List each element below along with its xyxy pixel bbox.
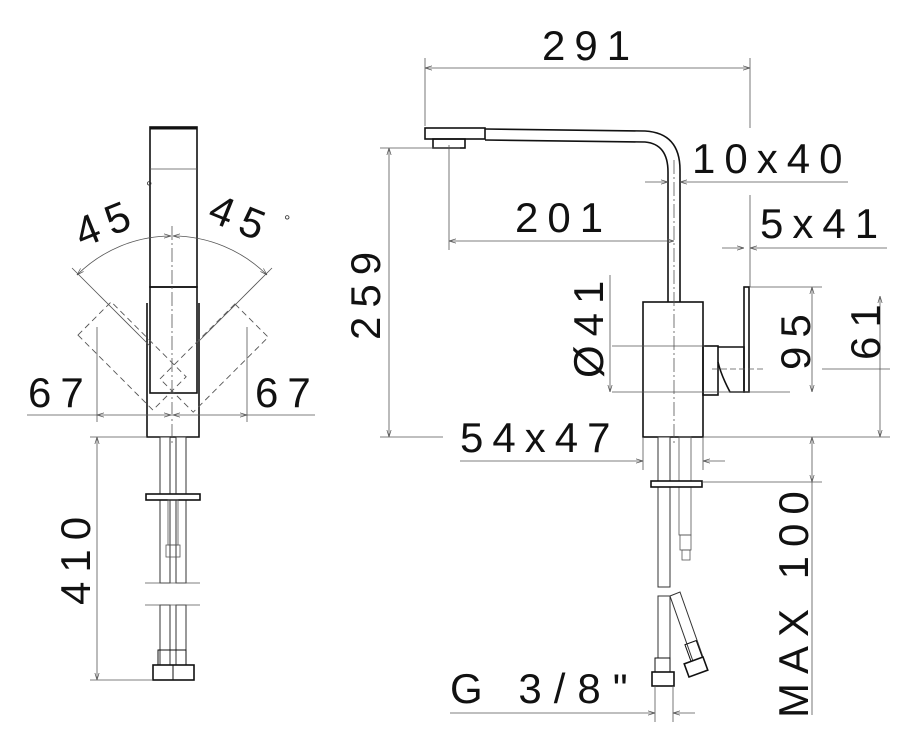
angle-dimension	[71, 236, 273, 347]
lever-diameter-label: Ø41	[565, 272, 612, 378]
lever-diameter-dimension	[610, 275, 790, 393]
spout-height-dimension	[380, 147, 460, 438]
front-view: 291 10x40 201 5x41 259 Ø41	[342, 22, 890, 722]
lever-axis-height-label: 61	[842, 295, 889, 360]
angle-left-label: 45	[68, 189, 146, 257]
hose-length-dimension	[90, 436, 153, 681]
connection-dimension	[450, 686, 695, 722]
reach-total-label: 291	[542, 22, 639, 69]
offset-left-label: 67	[28, 369, 93, 416]
front-lever	[702, 286, 750, 396]
side-hoses	[145, 436, 201, 681]
side-spout	[149, 126, 198, 288]
front-hoses	[650, 436, 709, 687]
spout-reach-label: 201	[515, 194, 612, 241]
front-body	[642, 160, 704, 445]
lever-height-dimension	[750, 286, 822, 392]
max-thickness-dimension	[702, 437, 822, 715]
side-body	[146, 286, 200, 438]
lever-section-dimension	[722, 195, 887, 287]
hose-length-label: 410	[52, 508, 99, 605]
max-thickness-label: MAX 100	[770, 482, 817, 718]
spout-height-label: 259	[342, 243, 389, 340]
side-view: 45 ° 45 ° 67 67	[27, 126, 320, 681]
lever-height-label: 95	[772, 305, 819, 370]
lever-axis-height-dimension	[703, 296, 890, 438]
rotated-lever-outlines	[77, 301, 269, 413]
body-section-dimension	[460, 437, 725, 470]
degree-right: °	[284, 213, 290, 230]
offset-dimension	[27, 327, 315, 422]
body-section-label: 54x47	[460, 414, 619, 461]
front-spout	[424, 127, 681, 302]
degree-left: °	[146, 179, 152, 196]
offset-right-label: 67	[255, 369, 320, 416]
spout-reach-dimension	[448, 145, 674, 250]
connection-label: G 3/8"	[450, 665, 640, 712]
lever-section-label: 5x41	[760, 200, 887, 247]
reach-total-dimension	[424, 58, 751, 128]
spout-section-label: 10x40	[692, 135, 851, 182]
